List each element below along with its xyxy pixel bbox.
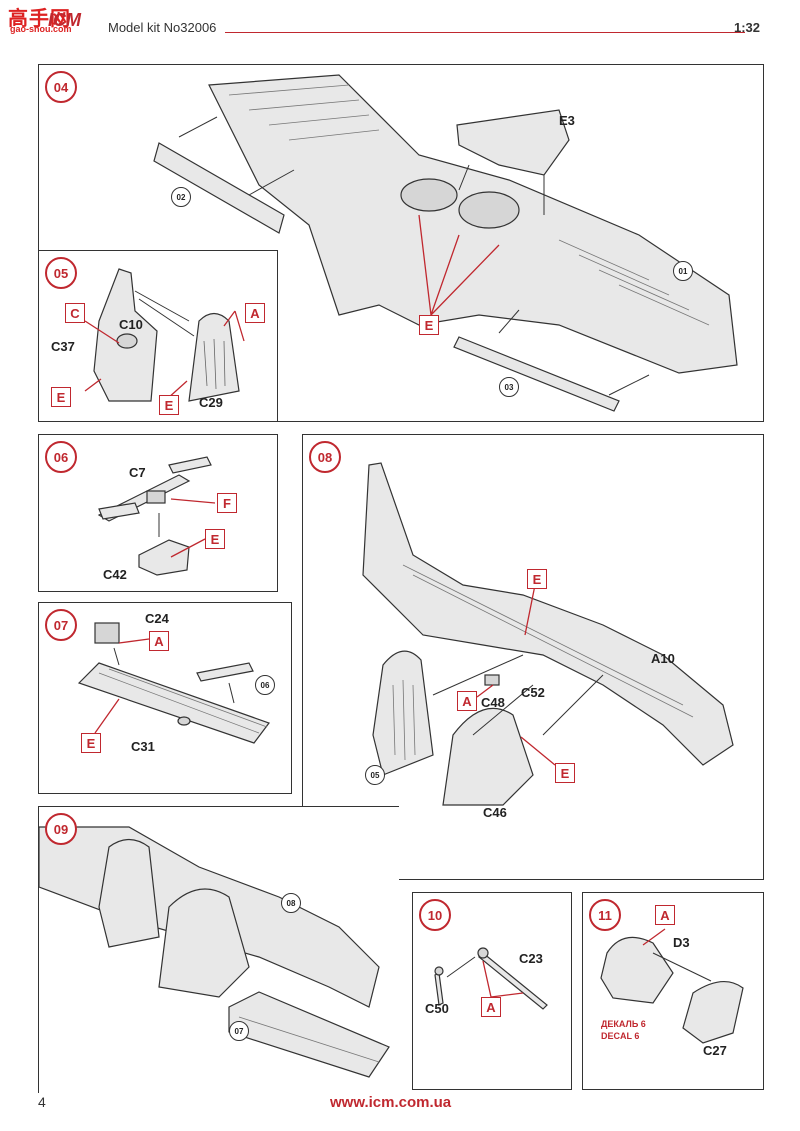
step-number-11: 11 <box>589 899 621 931</box>
color-box-a: A <box>457 691 477 711</box>
part-label-c37: C37 <box>51 339 75 354</box>
color-box-e-top: E <box>527 569 547 589</box>
step-08-panel: 08 E A10 A C48 C52 E 05 C46 <box>302 434 764 880</box>
part-label-c31: C31 <box>131 739 155 754</box>
color-box-a: A <box>481 997 501 1017</box>
color-box-a: A <box>655 905 675 925</box>
color-box-e-bottom: E <box>555 763 575 783</box>
ref-step-01: 01 <box>673 261 693 281</box>
color-box-e: E <box>81 733 101 753</box>
step-10-panel: 10 C23 C50 A <box>412 892 572 1090</box>
step-09-panel: 09 08 07 <box>38 806 399 1093</box>
ref-step-02: 02 <box>171 187 191 207</box>
step-number-06: 06 <box>45 441 77 473</box>
part-label-c23: C23 <box>519 951 543 966</box>
step-10-drawing <box>434 947 548 1010</box>
icm-logo: ICM <box>48 10 82 30</box>
color-box-c: C <box>65 303 85 323</box>
part-label-d3: D3 <box>673 935 690 950</box>
page-number: 4 <box>38 1094 46 1110</box>
part-label-c50: C50 <box>425 1001 449 1016</box>
color-box-e: E <box>205 529 225 549</box>
watermark-cn: 高手网 <box>8 6 71 30</box>
color-box-f: F <box>217 493 237 513</box>
part-label-c42: C42 <box>103 567 127 582</box>
decal-label-ru: ДЕКАЛЬ 6 <box>601 1019 646 1029</box>
step-number-04: 04 <box>45 71 77 103</box>
step-07-floor-drawing <box>77 622 270 744</box>
step-number-10: 10 <box>419 899 451 931</box>
model-kit-title: Model kit No32006 <box>108 20 217 35</box>
svg-text:ICM: ICM <box>48 10 82 30</box>
part-label-c52: C52 <box>521 685 545 700</box>
ref-step-08: 08 <box>281 893 301 913</box>
color-box-e: E <box>419 315 439 335</box>
step-11-panel: 11 A D3 ДЕКАЛЬ 6 DECAL 6 C27 <box>582 892 764 1090</box>
part-label-a10: A10 <box>651 651 675 666</box>
ref-step-03: 03 <box>499 377 519 397</box>
ref-step-06: 06 <box>255 675 275 695</box>
step-number-07: 07 <box>45 609 77 641</box>
ref-step-05: 05 <box>365 765 385 785</box>
decal-label-en: DECAL 6 <box>601 1031 640 1041</box>
step-number-08: 08 <box>309 441 341 473</box>
part-label-c24: C24 <box>145 611 169 626</box>
step-08-fuselage-drawing <box>362 462 734 806</box>
ref-step-07: 07 <box>229 1021 249 1041</box>
part-label-c48: C48 <box>481 695 505 710</box>
part-label-c46: C46 <box>483 805 507 820</box>
step-05-panel: 05 C C10 C37 E E A C29 <box>38 250 278 422</box>
step-09-assembly-drawing <box>39 826 390 1078</box>
step-number-05: 05 <box>45 257 77 289</box>
step-07-panel: 07 C24 A 06 E C31 <box>38 602 292 794</box>
step-11-drawing <box>600 928 744 1044</box>
color-box-a: A <box>149 631 169 651</box>
watermark-url: gao-shou.com <box>10 24 72 34</box>
step-06-panel: 06 C7 F E C42 <box>38 434 278 592</box>
part-label-c10: C10 <box>119 317 143 332</box>
part-label-c29: C29 <box>199 395 223 410</box>
step-04-wing-drawing <box>153 74 738 412</box>
color-box-e-left: E <box>51 387 71 407</box>
step-06-drawing <box>97 456 216 576</box>
website-link[interactable]: www.icm.com.ua <box>330 1094 452 1111</box>
part-label-c27: C27 <box>703 1043 727 1058</box>
part-label-e3: E3 <box>559 113 575 128</box>
color-box-e-seat: E <box>159 395 179 415</box>
scale-label: 1:32 <box>734 20 761 35</box>
header-rule <box>225 32 745 33</box>
color-box-a: A <box>245 303 265 323</box>
step-05-seat-drawing <box>84 268 245 402</box>
step-number-09: 09 <box>45 813 77 845</box>
part-label-c7: C7 <box>129 465 146 480</box>
